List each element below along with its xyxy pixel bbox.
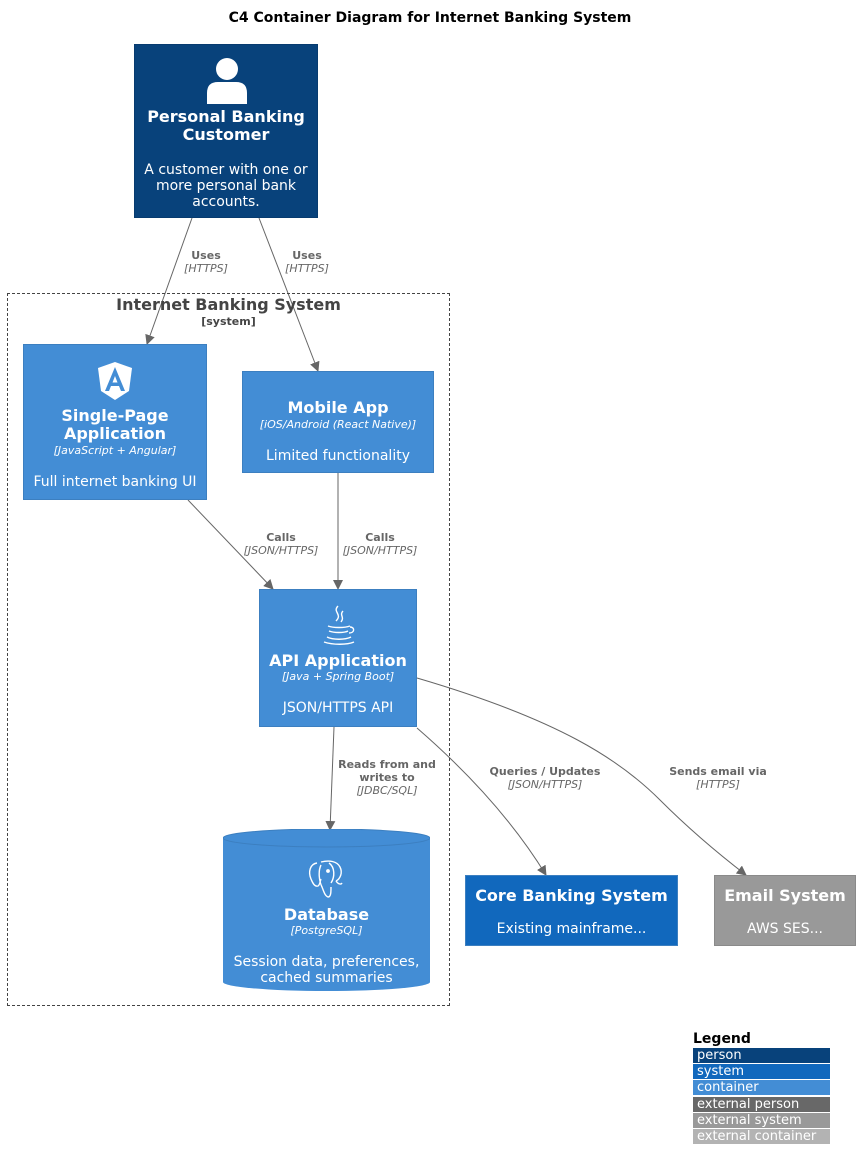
customer-name-line2: Customer — [182, 125, 270, 144]
legend-title: Legend — [693, 1031, 751, 1047]
boundary-name: Internet Banking System — [116, 295, 341, 314]
angular-icon — [98, 362, 132, 400]
email-system[interactable]: Email System AWS SES... — [714, 875, 856, 946]
legend-item-system: system — [693, 1064, 830, 1079]
rel-label-customer-spa: Uses [HTTPS] — [166, 249, 246, 275]
customer-desc-line2: more personal bank — [155, 178, 297, 194]
rel-label-tech: [HTTPS] — [696, 778, 740, 791]
spa-desc: Full internet banking UI — [33, 474, 197, 490]
rel-line-customer-spa — [145, 217, 193, 345]
database-container[interactable]: Database [PostgreSQL] Session data, pref… — [223, 829, 430, 991]
rel-label-api-core: Queries / Updates [JSON/HTTPS] — [475, 765, 615, 791]
customer-person[interactable]: Personal Banking Customer A customer wit… — [134, 44, 318, 218]
database-cylinder — [223, 829, 430, 991]
mobile-tech: [iOS/Android (React Native)] — [259, 418, 417, 431]
mobile-name: Mobile App — [287, 398, 389, 417]
spa-tech: [JavaScript + Angular] — [53, 444, 177, 457]
rel-label-text: Sends email via — [669, 765, 767, 778]
core-banking-system[interactable]: Core Banking System Existing mainframe..… — [465, 875, 678, 946]
email-name: Email System — [724, 886, 846, 905]
rel-label-mobile-api: Calls [JSON/HTTPS] — [330, 531, 430, 557]
rel-line-api-db — [325, 726, 336, 831]
rel-label-text-line1: Reads from and — [338, 758, 436, 771]
rel-label-text: Uses — [191, 249, 221, 262]
rel-label-customer-mobile: Uses [HTTPS] — [267, 249, 347, 275]
mobile-desc: Limited functionality — [266, 448, 410, 464]
customer-name-line1: Personal Banking — [147, 107, 305, 126]
customer-desc-line1: A customer with one or — [144, 162, 308, 178]
person-icon — [207, 58, 247, 104]
spa-name-line1: Single-Page — [61, 406, 169, 425]
database-desc-line1: Session data, preferences, — [233, 954, 420, 970]
spa-name-line2: Application — [63, 424, 167, 443]
customer-desc-line3: accounts. — [192, 194, 260, 210]
rel-label-text-line2: writes to — [359, 771, 415, 784]
mobile-app-container[interactable]: Mobile App [iOS/Android (React Native)] … — [242, 371, 434, 473]
database-desc-line2: cached summaries — [260, 970, 393, 986]
system-boundary — [7, 293, 450, 1006]
rel-label-text: Calls — [266, 531, 296, 544]
legend-item-external-person: external person — [693, 1097, 830, 1112]
core-name: Core Banking System — [475, 886, 668, 905]
diagram-title: C4 Container Diagram for Internet Bankin… — [228, 10, 632, 26]
rel-label-tech: [JSON/HTTPS] — [342, 544, 418, 557]
legend-item-external-system: external system — [693, 1113, 830, 1128]
email-desc: AWS SES... — [747, 921, 823, 937]
core-desc: Existing mainframe... — [496, 921, 647, 937]
api-tech: [Java + Spring Boot] — [281, 670, 395, 683]
java-icon — [323, 605, 355, 645]
rel-line-api-core — [416, 727, 547, 876]
rel-line-api-email — [416, 677, 747, 876]
legend-item-external-container: external container — [693, 1129, 830, 1144]
rel-label-tech: [JSON/HTTPS] — [243, 544, 319, 557]
rel-label-text: Calls — [365, 531, 395, 544]
boundary-type: [system] — [201, 315, 256, 328]
rel-label-text: Uses — [292, 249, 322, 262]
rel-label-tech: [HTTPS] — [285, 262, 329, 275]
rel-label-api-email: Sends email via [HTTPS] — [653, 765, 783, 791]
rel-label-text: Queries / Updates — [489, 765, 601, 778]
database-name: Database — [283, 905, 370, 924]
rel-label-tech: [JSON/HTTPS] — [507, 778, 583, 791]
spa-container[interactable]: Single-Page Application [JavaScript + An… — [23, 344, 207, 500]
rel-line-customer-mobile — [258, 217, 320, 372]
rel-label-tech: [JDBC/SQL] — [356, 784, 418, 797]
legend-item-person: person — [693, 1048, 830, 1063]
legend-item-container: container — [693, 1080, 830, 1095]
rel-line-spa-api — [187, 499, 274, 590]
api-application-container[interactable]: API Application [Java + Spring Boot] JSO… — [259, 589, 417, 727]
rel-label-spa-api: Calls [JSON/HTTPS] — [231, 531, 331, 557]
api-desc: JSON/HTTPS API — [282, 700, 394, 716]
rel-label-api-db: Reads from and writes to [JDBC/SQL] — [327, 758, 447, 797]
rel-label-tech: [HTTPS] — [184, 262, 228, 275]
database-tech: [PostgreSQL] — [290, 924, 363, 937]
postgresql-icon — [308, 860, 343, 898]
api-name: API Application — [269, 651, 407, 670]
